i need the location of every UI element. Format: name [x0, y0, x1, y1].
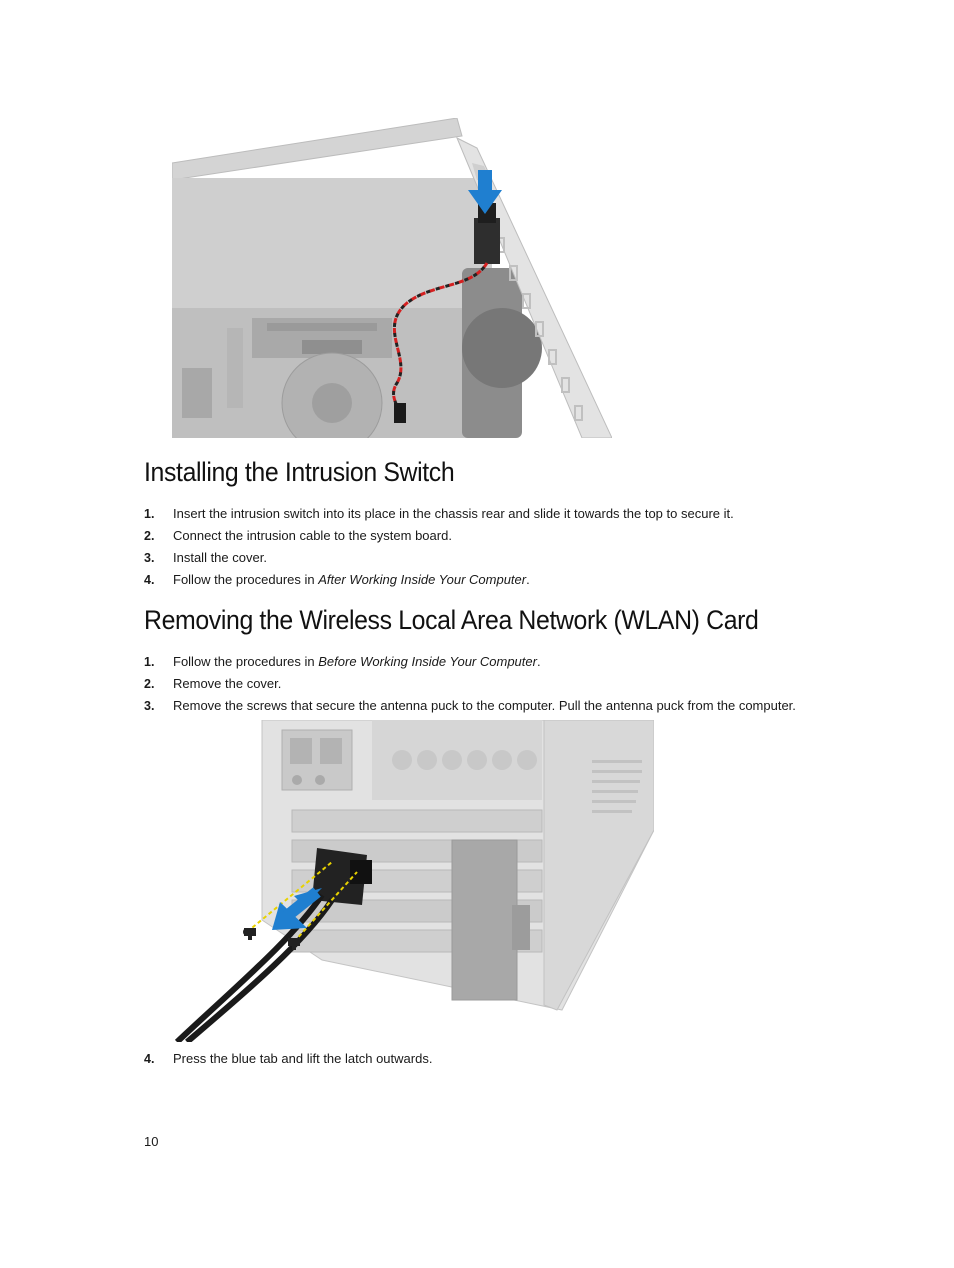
screw-icon — [288, 938, 300, 950]
remove-step: 3. Remove the screws that secure the ant… — [144, 695, 834, 717]
step-number: 1. — [144, 507, 155, 521]
step-text-suffix: . — [526, 572, 530, 587]
step-number: 4. — [144, 1052, 155, 1066]
remove-wlan-steps-list: 1. Follow the procedures in Before Worki… — [144, 651, 834, 717]
screw-icon — [244, 928, 256, 940]
arrow-left-icon — [272, 887, 322, 930]
install-steps-list: 1. Insert the intrusion switch into its … — [144, 503, 834, 591]
step-number: 1. — [144, 655, 155, 669]
section-heading-install: Installing the Intrusion Switch — [144, 457, 455, 487]
step-text-prefix: Follow the procedures in — [173, 572, 319, 587]
intrusion-switch-illustration — [172, 118, 612, 438]
step-text-suffix: . — [536, 654, 541, 669]
remove-step: 1. Follow the procedures in Before Worki… — [144, 651, 834, 673]
section-heading-remove-wlan: Removing the Wireless Local Area Network… — [144, 605, 759, 635]
doc-reference-link: After Working Inside Your Computer — [318, 572, 527, 587]
step-text: Install the cover. — [173, 550, 267, 565]
step-text: Remove the cover. — [173, 676, 282, 691]
remove-wlan-steps-list-continued: 4. Press the blue tab and lift the latch… — [144, 1048, 834, 1070]
step-number: 3. — [144, 551, 155, 565]
install-step: 3. Install the cover. — [144, 547, 834, 569]
step-number: 4. — [144, 573, 155, 587]
step-text: Follow the procedures in After Working I… — [173, 569, 530, 591]
step-text: Remove the screws that secure the antenn… — [173, 698, 796, 713]
step-number: 3. — [144, 699, 155, 713]
step-text: Insert the intrusion switch into its pla… — [173, 506, 734, 521]
step-text: Follow the procedures in Before Working … — [173, 651, 541, 673]
install-step: 1. Insert the intrusion switch into its … — [144, 503, 834, 525]
remove-step: 4. Press the blue tab and lift the latch… — [144, 1048, 834, 1070]
remove-step: 2. Remove the cover. — [144, 673, 834, 695]
step-number: 2. — [144, 529, 155, 543]
step-text: Press the blue tab and lift the latch ou… — [173, 1051, 433, 1066]
install-step: 2. Connect the intrusion cable to the sy… — [144, 525, 834, 547]
step-text-prefix: Follow the procedures in — [173, 654, 319, 669]
page-number: 10 — [144, 1134, 159, 1149]
step-text: Connect the intrusion cable to the syste… — [173, 528, 452, 543]
doc-reference-link: Before Working Inside Your Computer — [318, 654, 537, 669]
step-number: 2. — [144, 677, 155, 691]
antenna-puck-drawing — [172, 720, 654, 1042]
intrusion-switch-drawing — [172, 118, 612, 438]
install-step: 4. Follow the procedures in After Workin… — [144, 569, 834, 591]
antenna-puck-illustration — [172, 720, 654, 1042]
arrow-down-icon — [468, 170, 502, 214]
